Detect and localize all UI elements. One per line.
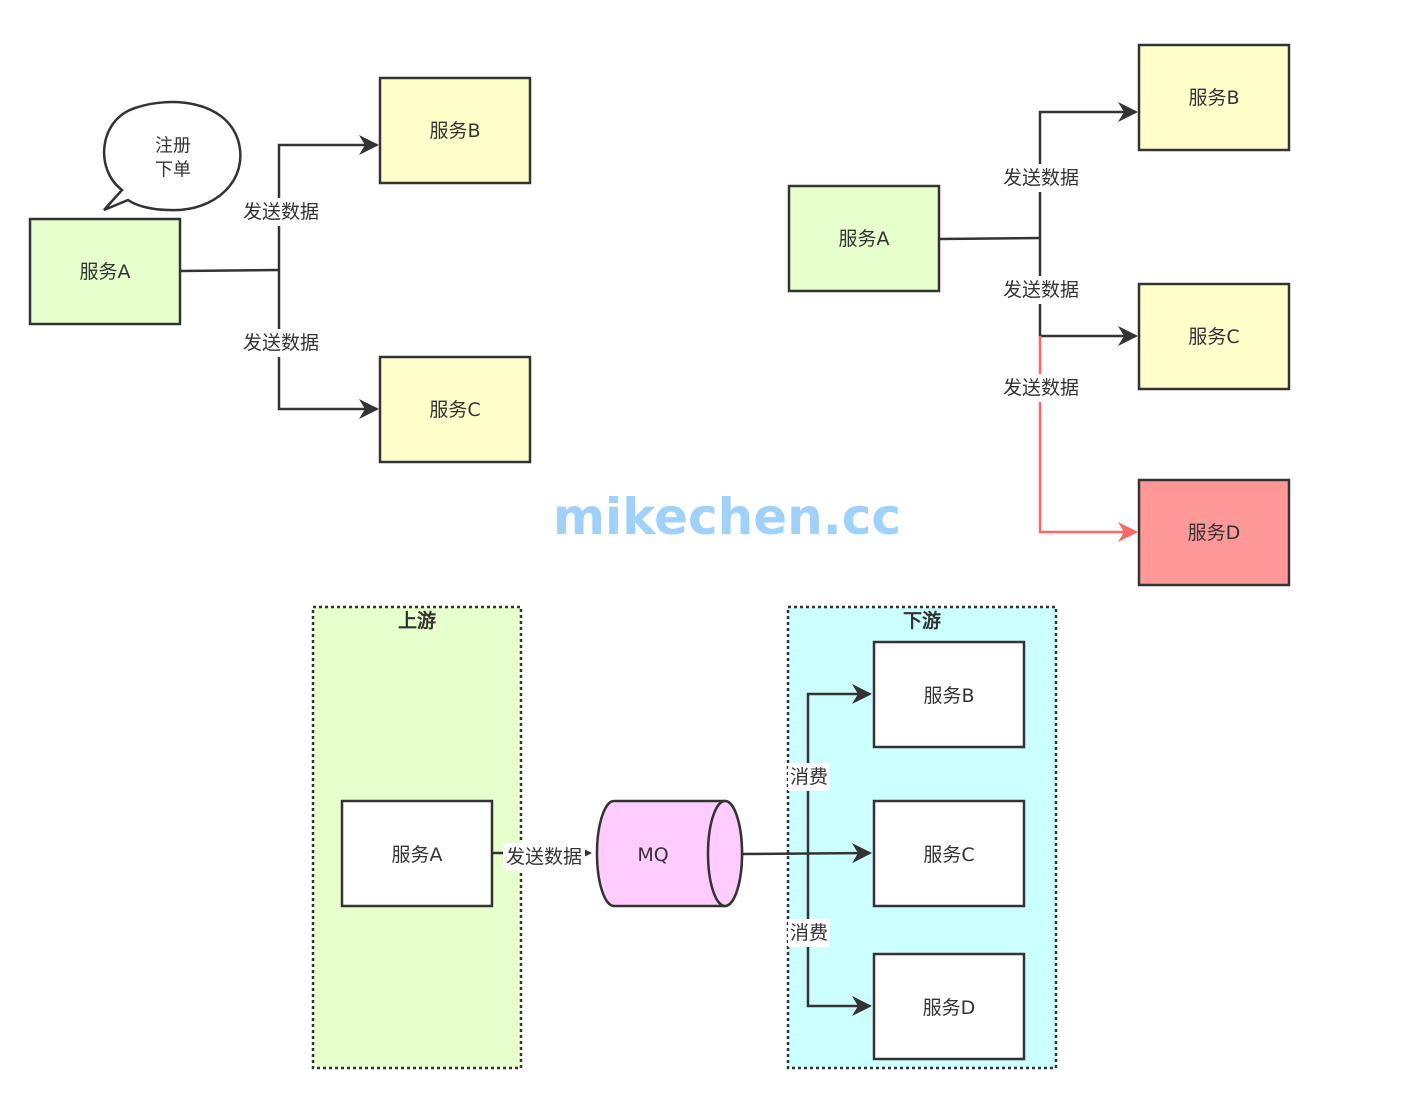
panel-left: 注册 下单 发送数据 发送数据 服务A 服务B 服务C: [28, 76, 532, 464]
node-service-c[interactable]: 服务C: [1137, 282, 1291, 391]
bubble-line-2: 下单: [155, 160, 191, 181]
edge-label-to-c: 发送数据: [1003, 279, 1079, 301]
edge-label-bg: [788, 919, 830, 947]
node-label: 服务B: [429, 120, 480, 142]
speech-bubble: 注册 下单: [102, 100, 242, 212]
connector-trunk: [179, 268, 280, 273]
edge-label-send: 发送数据: [506, 846, 582, 868]
edge-label-to-d: 发送数据: [1003, 377, 1079, 399]
node-label: 服务D: [1188, 522, 1241, 544]
connector-to-c: [277, 270, 379, 419]
connector-mq-to-b: [806, 684, 872, 854]
node-label: 服务D: [923, 997, 976, 1019]
edge-label-bg: [240, 198, 322, 226]
connector-trunk: [938, 236, 1041, 241]
edge-label-to-c: 发送数据: [243, 332, 319, 354]
watermark: mikechen.cc: [553, 488, 901, 546]
panel-right: 发送数据 发送数据 发送数据 服务A 服务B 服务C 服务D: [787, 43, 1291, 587]
node-service-d[interactable]: 服务D: [872, 952, 1026, 1061]
node-service-d[interactable]: 服务D: [1137, 478, 1291, 587]
node-service-c[interactable]: 服务C: [872, 799, 1026, 908]
node-service-a[interactable]: 服务A: [340, 799, 494, 908]
mq-label: MQ: [637, 844, 668, 866]
edge-label-bg: [1000, 374, 1082, 402]
node-service-a[interactable]: 服务A: [28, 217, 182, 326]
node-label: 服务B: [923, 685, 974, 707]
mq-queue-node[interactable]: MQ: [595, 799, 744, 908]
node-label: 服务C: [1188, 326, 1239, 348]
edge-label-bg: [240, 329, 322, 357]
panel-bottom: 上游 下游 发送数据 消费 消费 服务A MQ: [311, 605, 1058, 1070]
node-label: 服务B: [1188, 87, 1239, 109]
edge-label-bg: [1000, 276, 1082, 304]
node-service-c[interactable]: 服务C: [378, 355, 532, 464]
edge-label-to-b: 发送数据: [243, 201, 319, 223]
left-connectors: [179, 135, 379, 419]
connector-to-b: [1038, 102, 1138, 238]
edge-label-bg: [788, 763, 830, 791]
edge-label-consume-top: 消费: [790, 766, 828, 788]
node-service-b[interactable]: 服务B: [1137, 43, 1291, 152]
edge-label-to-b: 发送数据: [1003, 167, 1079, 189]
edge-label-bg: [1000, 164, 1082, 192]
bubble-line-1: 注册: [155, 136, 191, 157]
upstream-title: 上游: [398, 609, 436, 632]
node-service-b[interactable]: 服务B: [872, 640, 1026, 749]
connector-mq-to-d: [806, 854, 872, 1016]
node-service-a[interactable]: 服务A: [787, 184, 941, 293]
connector-to-d: [1038, 336, 1138, 542]
node-label: 服务A: [392, 844, 443, 866]
node-service-b[interactable]: 服务B: [378, 76, 532, 185]
connector-mq-to-c: [741, 843, 872, 864]
downstream-title: 下游: [903, 609, 941, 632]
node-label: 服务A: [839, 228, 890, 250]
node-label: 服务A: [80, 261, 131, 283]
node-label: 服务C: [429, 399, 480, 421]
edge-label-consume-bottom: 消费: [790, 922, 828, 944]
node-label: 服务C: [923, 844, 974, 866]
connector-to-b: [277, 135, 379, 270]
edge-label-bg: [503, 843, 585, 871]
